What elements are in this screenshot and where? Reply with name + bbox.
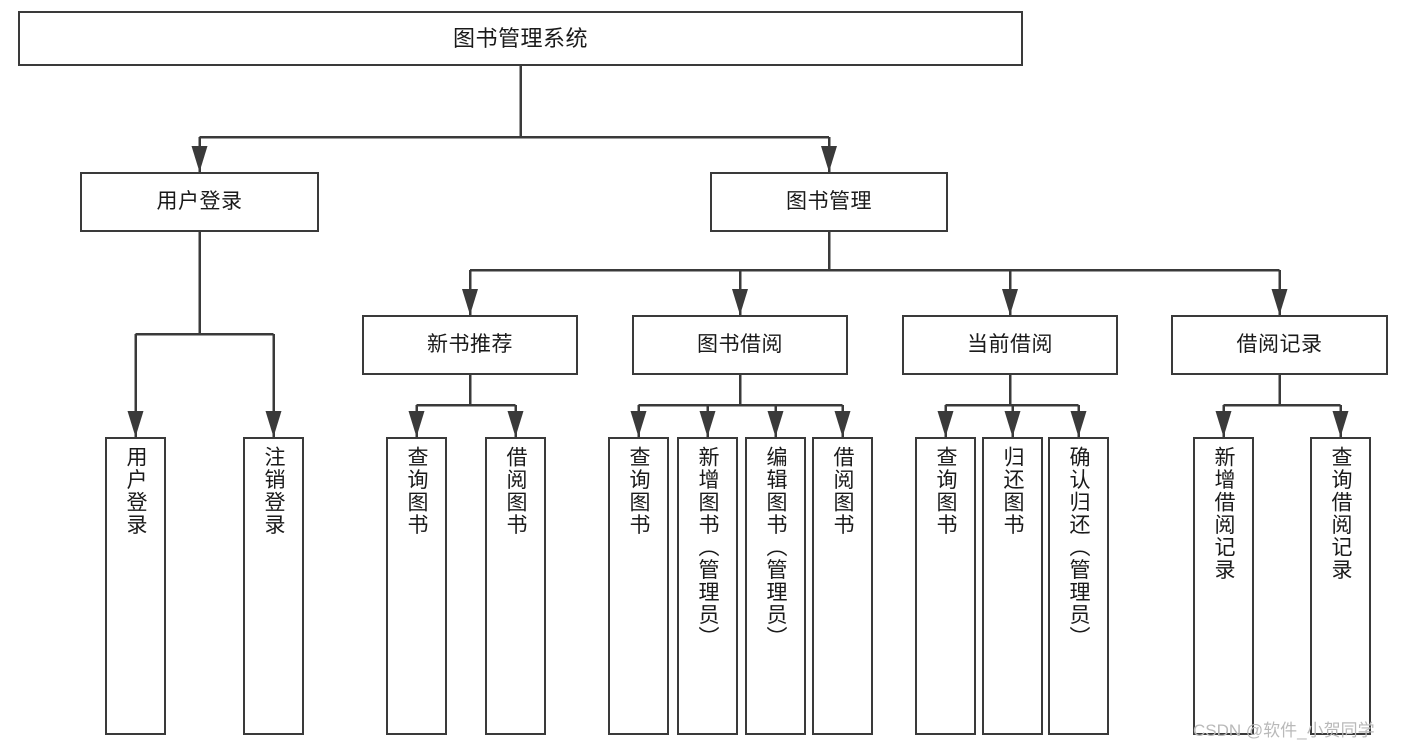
arrow-head-icon [821,146,837,172]
node-label: 查询图书 [934,446,957,536]
node-label: 注销登录 [262,446,285,536]
arrow-head-icon [732,289,748,315]
node-leaf8[interactable]: 借阅图书 [812,437,873,735]
node-leaf3[interactable]: 查询图书 [386,437,447,735]
node-label: 用户登录 [124,446,147,536]
node-label: 图书借阅 [697,332,783,356]
node-label: 查询图书 [405,446,428,536]
node-label: 借阅记录 [1236,332,1323,356]
arrow-head-icon [127,411,144,437]
node-records[interactable]: 借阅记录 [1171,315,1388,375]
node-label: 借阅图书 [504,446,527,536]
node-login[interactable]: 用户登录 [80,172,319,232]
node-newbook[interactable]: 新书推荐 [362,315,578,375]
arrow-head-icon [699,411,716,437]
node-label: 借阅图书 [831,446,854,536]
arrow-head-icon [767,411,784,437]
node-leaf2[interactable]: 注销登录 [243,437,304,735]
node-leaf10[interactable]: 归还图书 [982,437,1043,735]
node-leaf4[interactable]: 借阅图书 [485,437,546,735]
arrow-head-icon [1002,289,1018,315]
node-label: 当前借阅 [967,332,1053,356]
arrow-head-icon [408,411,425,437]
node-label: 查询借阅记录 [1329,446,1352,581]
arrow-head-icon [630,411,647,437]
watermark: CSDN @软件_小贺同学 [1193,721,1375,740]
node-leaf9[interactable]: 查询图书 [915,437,976,735]
node-label: 新书推荐 [427,332,513,356]
arrow-head-icon [462,289,478,315]
node-leaf12[interactable]: 新增借阅记录 [1193,437,1254,735]
node-label: 编辑图书（管理员） [764,446,787,649]
node-label: 图书管理 [786,189,872,213]
node-leaf5[interactable]: 查询图书 [608,437,669,735]
node-label: 用户登录 [156,189,243,213]
node-label: 新增图书（管理员） [696,446,719,649]
node-label: 确认归还（管理员） [1067,446,1090,649]
node-bookmgmt[interactable]: 图书管理 [710,172,948,232]
arrow-head-icon [1271,289,1288,315]
node-root[interactable]: 图书管理系统 [18,11,1023,66]
node-current[interactable]: 当前借阅 [902,315,1118,375]
arrow-head-icon [191,146,208,172]
node-label: 归还图书 [1001,446,1024,536]
node-label: 新增借阅记录 [1212,446,1235,581]
node-label: 图书管理系统 [452,25,588,51]
node-leaf11[interactable]: 确认归还（管理员） [1048,437,1109,735]
node-leaf13[interactable]: 查询借阅记录 [1310,437,1371,735]
node-leaf7[interactable]: 编辑图书（管理员） [745,437,806,735]
arrow-head-icon [937,411,954,437]
arrow-head-icon [834,411,851,437]
arrow-head-icon [1070,411,1087,437]
node-borrow[interactable]: 图书借阅 [632,315,848,375]
arrow-head-icon [1215,411,1232,437]
node-leaf6[interactable]: 新增图书（管理员） [677,437,738,735]
arrow-head-icon [507,411,524,437]
arrow-head-icon [265,411,282,437]
node-leaf1[interactable]: 用户登录 [105,437,166,735]
arrow-head-icon [1332,411,1349,437]
node-label: 查询图书 [627,446,650,536]
arrow-head-icon [1004,411,1021,437]
